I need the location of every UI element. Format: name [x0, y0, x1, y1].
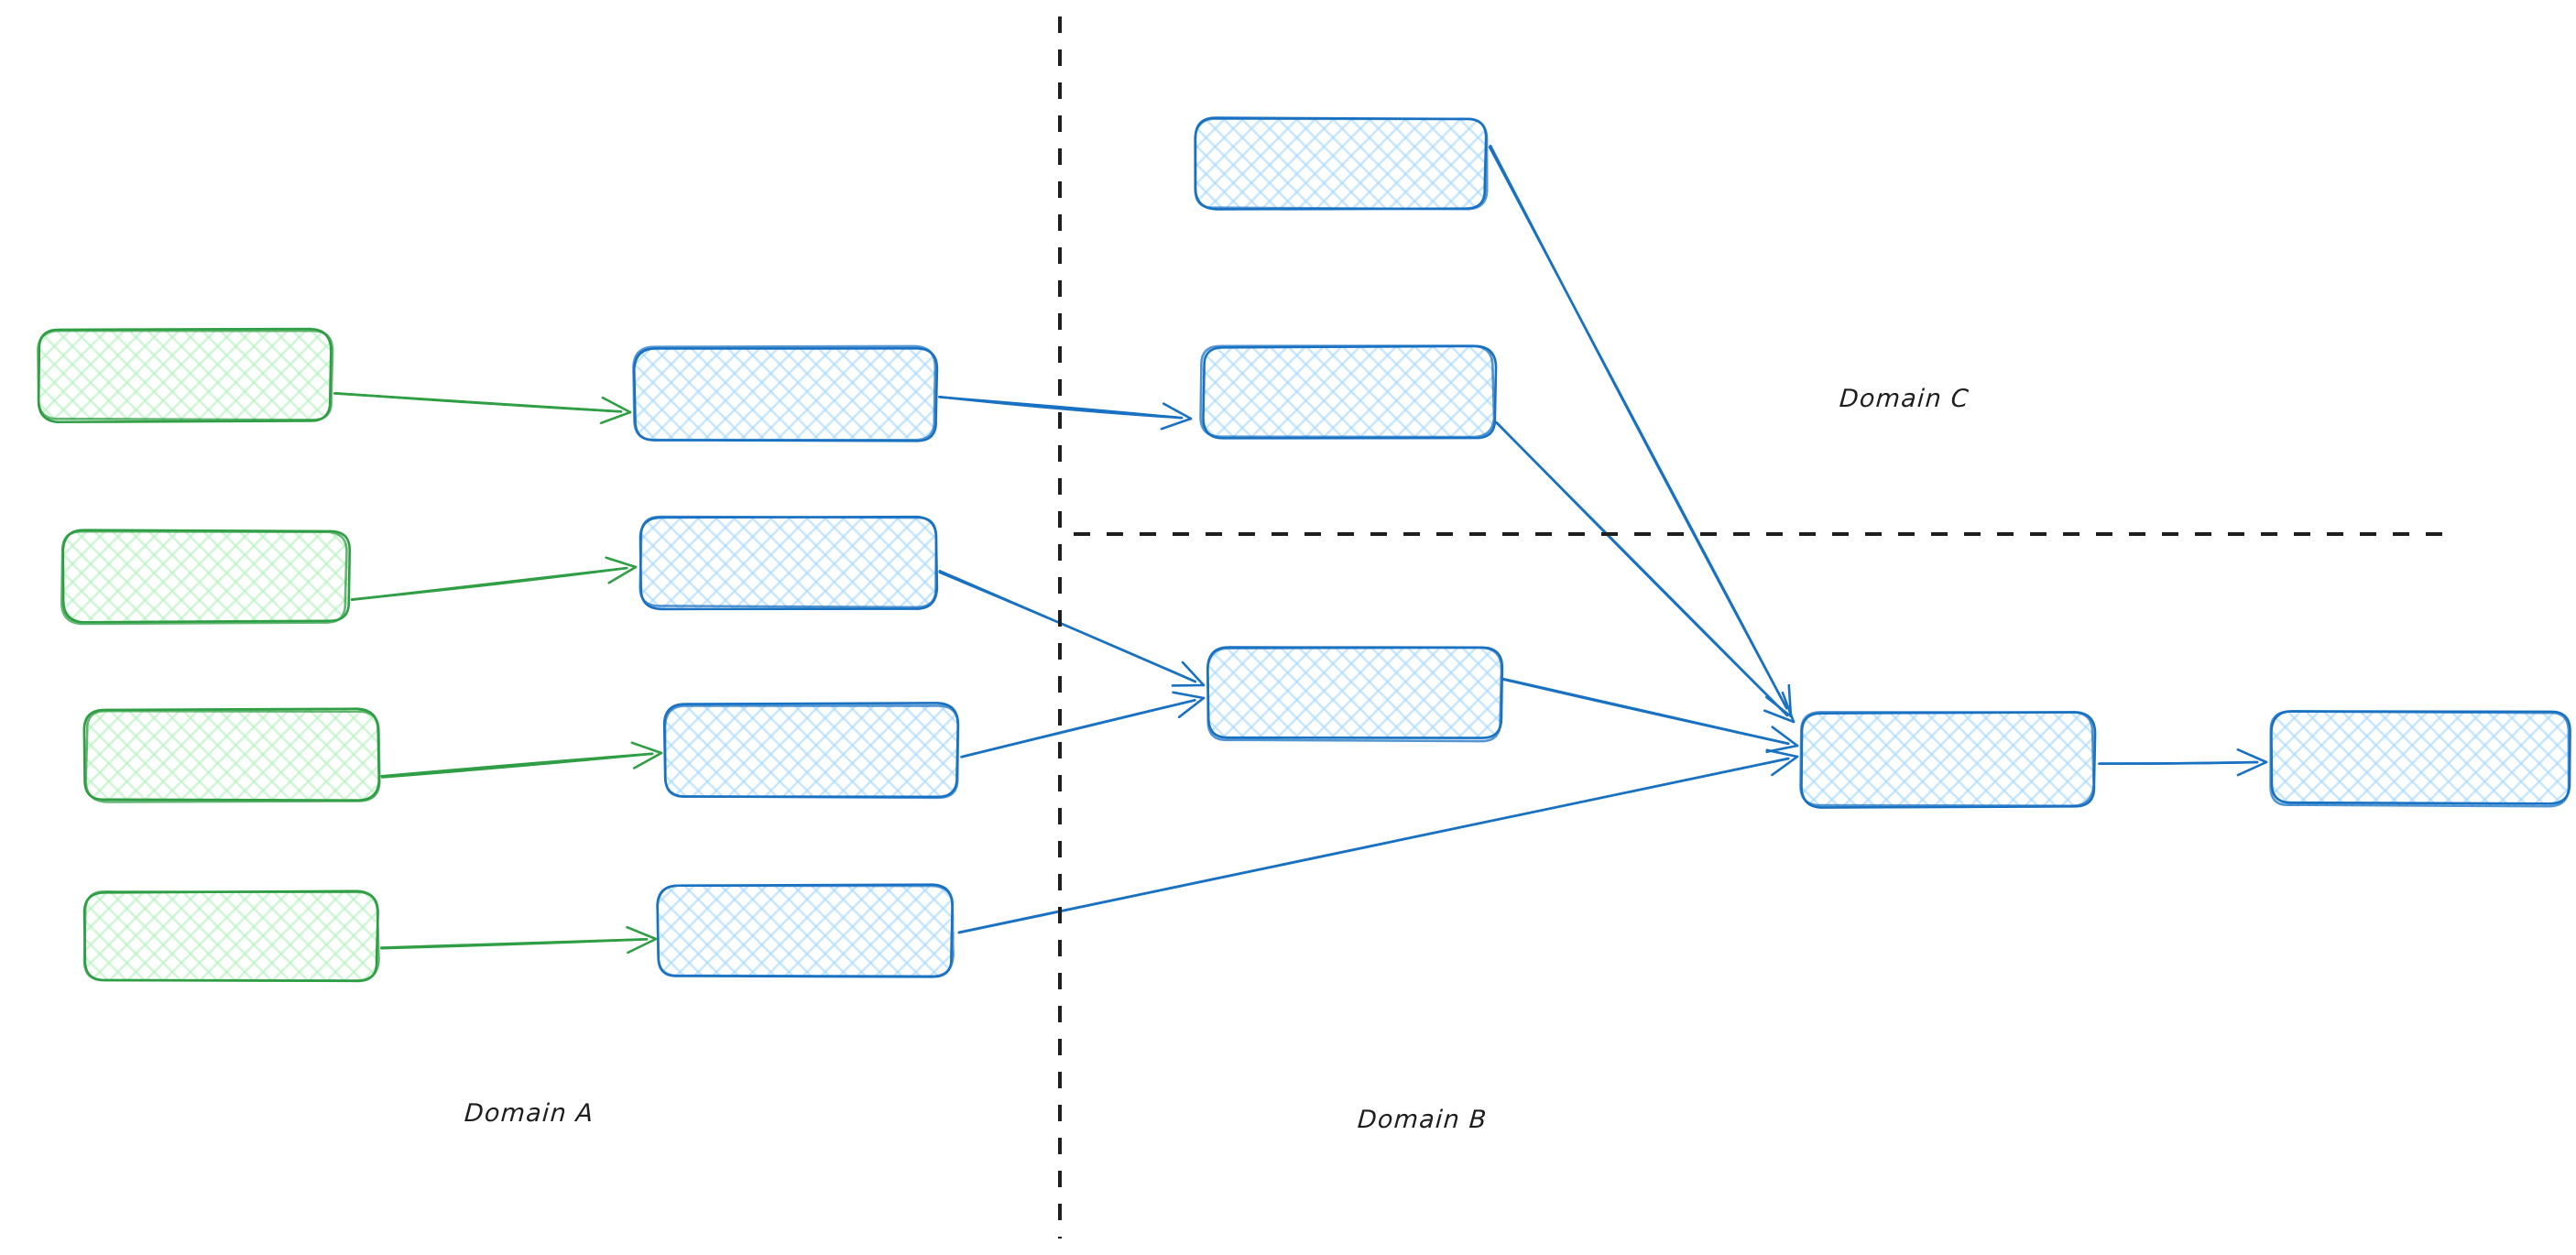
node-hit-a4[interactable]: [85, 891, 378, 981]
node-hit-e1[interactable]: [2272, 713, 2571, 806]
node-hit-b3[interactable]: [665, 705, 958, 797]
node-hit-b1[interactable]: [634, 347, 936, 439]
edge-d1-to-e1: [2098, 748, 2268, 777]
domain-label-a: Domain A: [463, 1099, 595, 1128]
node-hit-a1[interactable]: [38, 331, 332, 420]
edge-b3-to-c3: [960, 691, 1206, 758]
edge-b1-to-c2: [938, 395, 1193, 431]
edge-c2-to-d1: [1494, 420, 1796, 724]
node-hit-d1[interactable]: [1801, 713, 2094, 806]
domain-label-c: Domain C: [1838, 385, 1970, 413]
edge-c1-to-d1: [1488, 144, 1793, 718]
node-hit-c2[interactable]: [1202, 347, 1493, 439]
node-hit-b4[interactable]: [660, 885, 955, 977]
node-hit-a2[interactable]: [62, 531, 348, 621]
edge-c3-to-d1: [1501, 677, 1799, 754]
edge-a1-to-b1: [333, 392, 632, 425]
edge-a4-to-b4: [379, 925, 658, 955]
node-layer: [37, 116, 2571, 983]
node-hit-a3[interactable]: [85, 710, 378, 800]
node-hit-b2[interactable]: [641, 517, 936, 608]
edge-a3-to-b3: [380, 741, 663, 779]
edge-layer: [333, 144, 2268, 955]
node-hit-c3[interactable]: [1207, 648, 1501, 739]
edge-a2-to-b2: [350, 556, 638, 602]
domain-label-b: Domain B: [1356, 1106, 1489, 1134]
node-hit-c1[interactable]: [1195, 118, 1487, 210]
edge-b2-to-c3: [938, 569, 1206, 687]
edge-b4-to-d1: [957, 748, 1799, 934]
